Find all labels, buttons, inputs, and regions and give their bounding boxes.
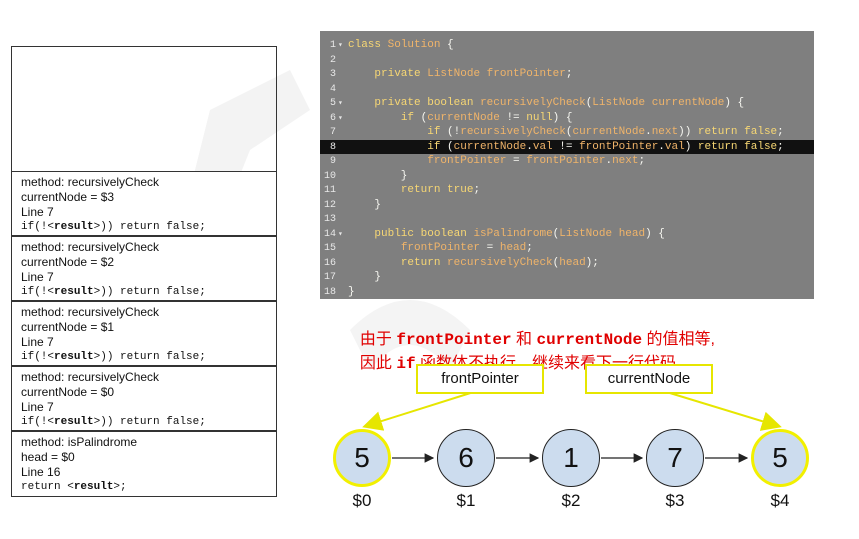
list-node: 5 [751, 429, 809, 487]
line-number: 2 [329, 54, 336, 66]
frame-line: Line 7 [21, 335, 54, 349]
code-text: class Solution { [348, 39, 454, 51]
code-text: return recursivelyCheck(head); [400, 256, 599, 269]
code-text: } [348, 271, 382, 283]
frame-line: Line 7 [21, 270, 54, 284]
line-number: 16 [323, 257, 336, 269]
line-number: 9 [329, 156, 336, 167]
stack-frame: method: recursivelyCheck currentNode = $… [11, 366, 277, 431]
line-number: 18 [323, 286, 336, 298]
frame-code: if(!<result>)) return false; [21, 351, 206, 363]
line-number: 8 [329, 141, 336, 153]
line-number: 17 [323, 272, 336, 283]
line-number-gutter [320, 31, 348, 299]
stack-frame: method: recursivelyCheck currentNode = $… [11, 236, 277, 301]
code-line: 9 frontPointer = frontPointer.next; [320, 154, 814, 169]
current-node-label: currentNode [585, 364, 713, 394]
code-line: 16 return recursivelyCheck(head); [320, 256, 814, 271]
code-line: 8 if (currentNode.val != frontPointer.va… [320, 139, 814, 154]
code-text: return true; [400, 184, 481, 196]
line-number: 6 [329, 112, 336, 124]
code-text: } [348, 285, 355, 298]
line-number: 7 [329, 127, 336, 138]
frame-method: method: recursivelyCheck [21, 370, 160, 384]
code-line: 7 if (!recursivelyCheck(currentNode.next… [320, 125, 814, 140]
code-line: 4 [320, 82, 814, 97]
line-number: 15 [323, 243, 336, 254]
frame-code: if(!<result>)) return false; [21, 286, 206, 298]
code-line: 18} [320, 285, 814, 300]
code-line: 2 [320, 53, 814, 68]
stack-frame: method: recursivelyCheck currentNode = $… [11, 171, 277, 236]
node-address: $3 [665, 491, 685, 510]
code-line: 10 } [320, 169, 814, 184]
code-line: 3 private ListNode frontPointer; [320, 67, 814, 82]
line-number: 5 [329, 98, 336, 109]
code-text: if (currentNode != null) { [400, 111, 573, 124]
frame-line: Line 16 [21, 465, 61, 479]
code-text: } [348, 198, 382, 211]
line-number: 13 [323, 214, 336, 225]
code-line: 14▾ public boolean isPalindrome(ListNode… [320, 227, 814, 242]
line-number: 10 [323, 170, 336, 182]
code-line: 5▾ private boolean recursivelyCheck(List… [320, 96, 814, 111]
fold-toggle-icon[interactable]: ▾ [338, 113, 343, 123]
line-number: 1 [329, 40, 336, 51]
code-line: 6▾ if (currentNode != null) { [320, 111, 814, 126]
code-line: 13 [320, 212, 814, 227]
fold-toggle-icon[interactable]: ▾ [338, 41, 343, 50]
frame-method: method: recursivelyCheck [21, 175, 160, 189]
node-address: $1 [456, 491, 476, 510]
frame-method: method: recursivelyCheck [21, 305, 160, 319]
frame-line: Line 7 [21, 205, 54, 219]
fold-toggle-icon[interactable]: ▾ [338, 229, 343, 239]
pointer-arrow-front [362, 389, 481, 431]
linked-list-diagram: frontPointer currentNode 5 6 1 7 5 $0 $1… [320, 360, 840, 520]
node-address: $4 [770, 491, 790, 510]
front-pointer-label: frontPointer [416, 364, 544, 394]
node-address: $2 [561, 491, 581, 510]
list-node: 1 [542, 429, 600, 487]
code-line: 12 } [320, 198, 814, 213]
diagram-arrows [362, 389, 782, 463]
line-number: 14 [323, 228, 336, 240]
list-node: 6 [437, 429, 495, 487]
code-line: 17 } [320, 270, 814, 285]
frame-variable: head = $0 [21, 450, 75, 464]
list-node: 7 [646, 429, 704, 487]
stack-frame: method: isPalindrome head = $0 Line 16 r… [11, 431, 277, 497]
code-text: if (currentNode.val != frontPointer.val)… [427, 140, 784, 153]
frame-variable: currentNode = $1 [21, 320, 115, 334]
explanation-line-1: 由于 frontPointer 和 currentNode 的值相等, [359, 331, 715, 349]
pointer-arrow-current [659, 389, 782, 431]
frame-code: if(!<result>)) return false; [21, 221, 206, 233]
frame-method: method: isPalindrome [21, 435, 138, 449]
line-number: 3 [329, 69, 336, 80]
code-text: frontPointer = frontPointer.next; [427, 155, 646, 167]
code-line: 1▾ class Solution { [320, 38, 814, 53]
code-line: 15 frontPointer = head; [320, 241, 814, 256]
frame-code: return <result>; [21, 481, 127, 493]
frame-code: if(!<result>)) return false; [21, 416, 206, 428]
frame-variable: currentNode = $2 [21, 255, 115, 269]
frame-method: method: recursivelyCheck [21, 240, 160, 254]
node-address: $0 [352, 491, 372, 510]
line-number: 4 [329, 83, 336, 95]
fold-toggle-icon[interactable]: ▾ [338, 99, 343, 108]
stack-frame: method: recursivelyCheck currentNode = $… [11, 301, 277, 366]
frame-line: Line 7 [21, 400, 54, 414]
code-text: public boolean isPalindrome(ListNode hea… [374, 227, 665, 240]
code-text: frontPointer = head; [400, 242, 533, 254]
code-text: if (!recursivelyCheck(currentNode.next))… [427, 126, 784, 138]
code-text: private boolean recursivelyCheck(ListNod… [374, 97, 745, 109]
list-node: 5 [333, 429, 391, 487]
line-number: 11 [323, 185, 336, 196]
line-number: 12 [323, 199, 336, 211]
frame-variable: currentNode = $3 [21, 190, 115, 204]
code-text: private ListNode frontPointer; [374, 68, 573, 80]
code-text: } [348, 169, 408, 182]
code-line: 11 return true; [320, 183, 814, 198]
frame-variable: currentNode = $0 [21, 385, 115, 399]
